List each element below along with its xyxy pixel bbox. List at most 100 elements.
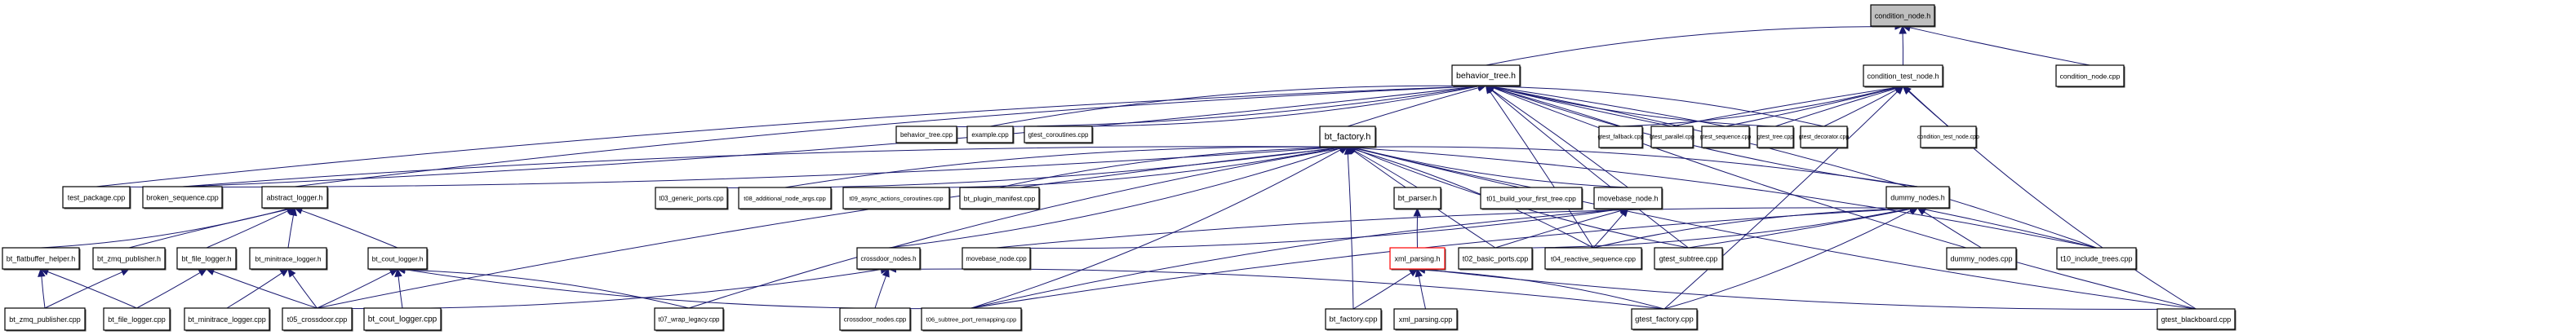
node-condition-node-h[interactable]: condition_node.h [1870, 4, 1936, 28]
node-t02-basic-ports-cpp[interactable]: t02_basic_ports.cpp [1458, 247, 1534, 271]
node-gtest-coroutines-cpp[interactable]: gtest_coroutines.cpp [1024, 126, 1094, 144]
node-bt-plugin-manifest-cpp[interactable]: bt_plugin_manifest.cpp [959, 187, 1041, 210]
node-box[interactable] [363, 307, 442, 331]
node-bt-zmq-publisher-cpp[interactable]: bt_zmq_publisher.cpp [4, 307, 87, 332]
node-example-cpp[interactable]: example.cpp [966, 126, 1015, 144]
node-box[interactable] [856, 247, 921, 270]
node-box[interactable] [176, 247, 237, 270]
node-bt-factory-h[interactable]: bt_factory.h [1319, 126, 1377, 148]
node-dummy-nodes-cpp[interactable]: dummy_nodes.cpp [1946, 247, 2018, 271]
node-box[interactable] [1870, 4, 1935, 27]
node-behavior-tree-h[interactable]: behavior_tree.h [1451, 64, 1521, 87]
node-box[interactable] [895, 126, 957, 143]
node-box[interactable] [1451, 64, 1521, 86]
node-box[interactable] [1631, 308, 1698, 330]
node-bt-file-logger-cpp[interactable]: bt_file_logger.cpp [103, 307, 171, 332]
node-movebase-node-cpp[interactable]: movebase_node.cpp [962, 247, 1032, 271]
node-gtest-parallel-cpp[interactable]: gtest_parallel.cpp [1650, 126, 1694, 149]
node-box[interactable] [92, 247, 166, 270]
node-box[interactable] [655, 187, 728, 209]
node-bt-minitrace-logger-cpp[interactable]: bt_minitrace_logger.cpp [184, 307, 271, 332]
node-box[interactable] [962, 247, 1031, 270]
node-gtest-tree-cpp[interactable]: gtest_tree.cpp [1757, 126, 1795, 149]
node-t06-subtree-port-remapping-cpp[interactable]: t06_subtree_port_remapping.cpp [921, 307, 1023, 332]
node-box[interactable] [1863, 64, 1943, 87]
node-box[interactable] [1598, 126, 1643, 148]
node-t08-additional-node-args-cpp[interactable]: t08_additional_node_args.cpp [738, 187, 833, 210]
node-box[interactable] [1757, 126, 1794, 148]
node-box[interactable] [2156, 308, 2236, 330]
node-box[interactable] [1946, 247, 2017, 270]
node-box[interactable] [842, 187, 950, 209]
node-abstract-logger-h[interactable]: abstract_logger.h [261, 186, 329, 209]
node-box[interactable] [1654, 247, 1723, 270]
node-t03-generic-ports-cpp[interactable]: t03_generic_ports.cpp [655, 187, 729, 210]
node-box[interactable] [4, 307, 86, 331]
node-xml-parsing-h[interactable]: xml_parsing.h [1389, 247, 1446, 271]
node-box[interactable] [1393, 308, 1458, 330]
node-gtest-sequence-cpp[interactable]: gtest_sequence.cpp [1700, 126, 1752, 149]
node-box[interactable] [142, 186, 223, 209]
node-bt-minitrace-logger-h[interactable]: bt_minitrace_logger.h [249, 247, 328, 271]
node-box[interactable] [1024, 126, 1093, 143]
node-condition-test-node-h[interactable]: condition_test_node.h [1863, 64, 1944, 88]
node-box[interactable] [1650, 126, 1694, 148]
node-box[interactable] [1701, 126, 1750, 148]
node-box[interactable] [1920, 126, 1977, 148]
node-bt-parser-h[interactable]: bt_parser.h [1393, 187, 1442, 210]
node-box[interactable] [249, 247, 327, 270]
node-movebase-node-h[interactable]: movebase_node.h [1593, 187, 1663, 210]
node-box[interactable] [282, 307, 353, 331]
node-t09-async-actions-coroutines-cpp[interactable]: t09_async_actions_coroutines.cpp [842, 187, 951, 210]
node-gtest-subtree-cpp[interactable]: gtest_subtree.cpp [1654, 247, 1724, 271]
node-box[interactable] [1393, 187, 1441, 209]
node-box[interactable] [921, 307, 1022, 331]
node-bt-file-logger-h[interactable]: bt_file_logger.h [176, 247, 238, 271]
node-box[interactable] [959, 187, 1040, 209]
node-box[interactable] [1544, 247, 1642, 270]
node-box[interactable] [1480, 187, 1583, 209]
node-box[interactable] [2, 247, 80, 270]
node-behavior-tree-cpp[interactable]: behavior_tree.cpp [895, 126, 958, 144]
node-crossdoor-nodes-cpp[interactable]: crossdoor_nodes.cpp [839, 307, 912, 332]
node-bt-cout-logger-cpp[interactable]: bt_cout_logger.cpp [363, 307, 442, 332]
node-box[interactable] [839, 307, 911, 331]
node-bt-factory-cpp[interactable]: bt_factory.cpp [1325, 308, 1383, 331]
node-bt-zmq-publisher-h[interactable]: bt_zmq_publisher.h [92, 247, 167, 271]
node-box[interactable] [1458, 247, 1533, 270]
node-condition-test-node-cpp[interactable]: condition_test_node.cpp [1917, 126, 1979, 149]
node-box[interactable] [62, 186, 131, 209]
node-bt-cout-logger-h[interactable]: bt_cout_logger.h [367, 247, 429, 271]
node-bt-flatbuffer-helper-h[interactable]: bt_flatbuffer_helper.h [2, 247, 81, 271]
node-gtest-decorator-cpp[interactable]: gtest_decorator.cpp [1799, 126, 1850, 149]
node-box[interactable] [654, 307, 724, 331]
node-box[interactable] [738, 187, 832, 209]
node-test-package-cpp[interactable]: test_package.cpp [62, 186, 131, 209]
node-box[interactable] [1325, 308, 1382, 330]
node-box[interactable] [184, 307, 270, 331]
node-broken-sequence-cpp[interactable]: broken_sequence.cpp [142, 186, 224, 209]
node-t10-include-trees-cpp[interactable]: t10_include_trees.cpp [2056, 247, 2138, 271]
node-crossdoor-nodes-h[interactable]: crossdoor_nodes.h [856, 247, 922, 271]
node-box[interactable] [1319, 126, 1376, 148]
node-t01-build-your-first-tree-cpp[interactable]: t01_build_your_first_tree.cpp [1480, 187, 1583, 210]
node-gtest-fallback-cpp[interactable]: gtest_fallback.cpp [1597, 126, 1644, 149]
node-box[interactable] [2055, 64, 2125, 87]
node-box[interactable] [966, 126, 1014, 143]
node-box[interactable] [103, 307, 171, 331]
node-t05-crossdoor-cpp[interactable]: t05_crossdoor.cpp [282, 307, 353, 332]
node-t07-wrap-legacy-cpp[interactable]: t07_wrap_legacy.cpp [654, 307, 725, 332]
node-t04-reactive-sequence-cpp[interactable]: t04_reactive_sequence.cpp [1544, 247, 1643, 271]
node-condition-node-cpp[interactable]: condition_node.cpp [2055, 64, 2125, 88]
node-gtest-blackboard-cpp[interactable]: gtest_blackboard.cpp [2156, 308, 2236, 331]
node-box[interactable] [1593, 187, 1663, 209]
node-box[interactable] [1800, 126, 1848, 148]
node-box[interactable] [261, 186, 328, 209]
node-gtest-factory-cpp[interactable]: gtest_factory.cpp [1631, 308, 1699, 331]
node-dummy-nodes-h[interactable]: dummy_nodes.h [1885, 186, 1951, 209]
node-box[interactable] [367, 247, 428, 270]
node-box[interactable] [1885, 186, 1950, 209]
node-box[interactable] [2056, 247, 2137, 270]
node-box[interactable] [1389, 247, 1446, 270]
node-xml-parsing-cpp[interactable]: xml_parsing.cpp [1393, 308, 1459, 331]
